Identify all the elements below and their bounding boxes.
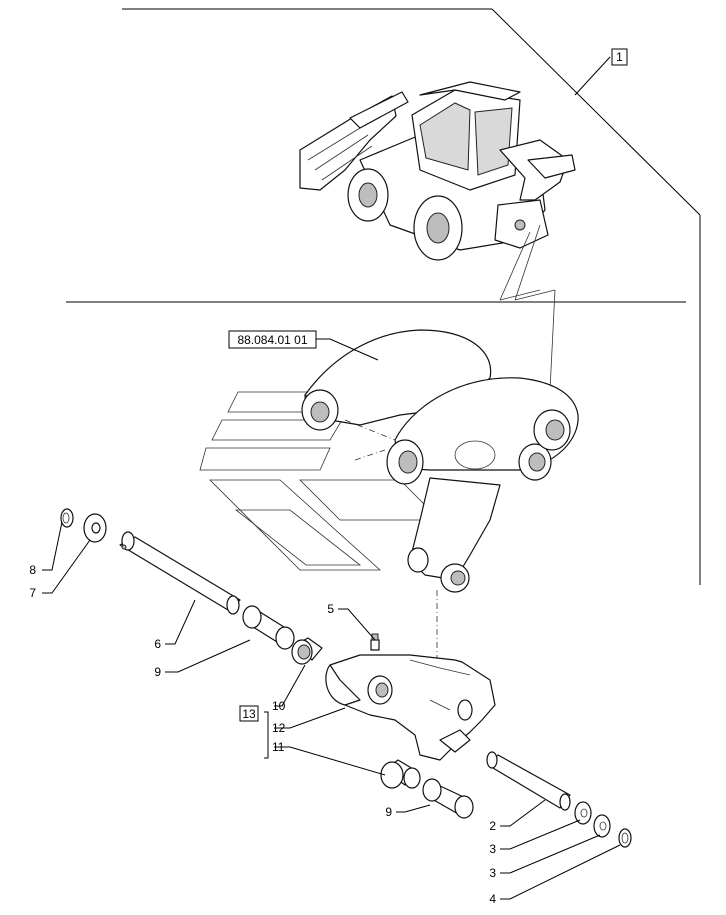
callout-9-lower: 9 — [385, 805, 392, 819]
callout-4: 4 — [489, 892, 496, 906]
swing-frame-bracket — [199, 329, 579, 660]
callout-6: 6 — [154, 637, 161, 651]
callout-8: 8 — [29, 563, 36, 577]
swing-bracket — [325, 654, 496, 761]
svg-text:13: 13 — [242, 707, 256, 721]
assembly-reference-box[interactable]: 1 — [611, 48, 628, 66]
callout-5: 5 — [327, 602, 334, 616]
svg-text:1: 1 — [616, 50, 623, 64]
leader-lines — [42, 338, 621, 900]
bushing-lower — [422, 778, 474, 819]
kit-reference-box[interactable]: 13 — [239, 705, 259, 722]
spacer-washer-2 — [593, 814, 611, 838]
spacer-washer-1 — [574, 801, 592, 825]
callout-7: 7 — [29, 586, 36, 600]
callout-11: 11 — [272, 740, 285, 754]
bushing-flanged — [291, 637, 323, 665]
backhoe-loader-illustration — [299, 81, 576, 261]
retaining-ring — [618, 828, 632, 848]
drawing-reference-box[interactable]: 88.084.01 01 — [228, 330, 317, 349]
bushing-upper — [242, 605, 295, 650]
callout-12: 12 — [272, 721, 286, 735]
bushing-lower-flanged — [380, 759, 421, 789]
callout-9-upper: 9 — [154, 665, 161, 679]
callout-3-first: 3 — [489, 842, 496, 856]
callout-3-second: 3 — [489, 866, 496, 880]
lower-pin — [486, 751, 571, 811]
assembly-leader-lines — [499, 56, 611, 431]
callout-10: 10 — [272, 699, 286, 713]
callout-labels: 8 7 6 9 5 10 12 11 9 2 3 3 4 — [29, 563, 496, 906]
washer — [83, 513, 107, 543]
callout-2: 2 — [489, 819, 496, 833]
overview-frame — [66, 8, 701, 585]
snap-ring — [60, 508, 74, 528]
svg-text:88.084.01 01: 88.084.01 01 — [237, 333, 307, 347]
pivot-pin — [119, 531, 241, 615]
